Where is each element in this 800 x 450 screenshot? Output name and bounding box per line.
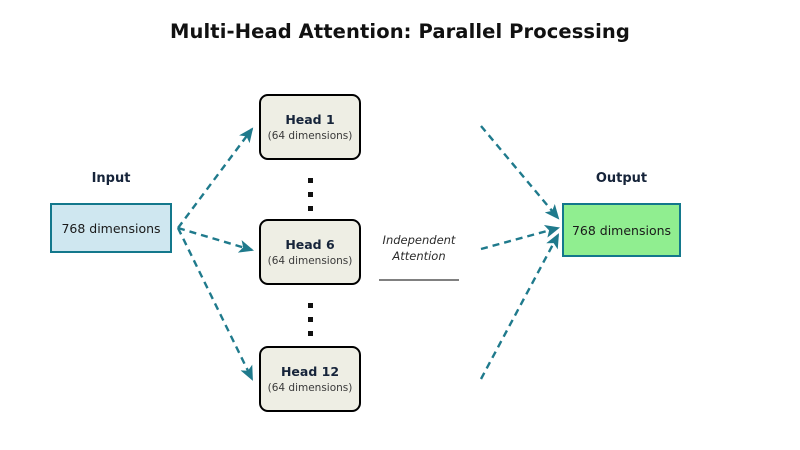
note-underline: [379, 279, 459, 281]
input-box[interactable]: 768 dimensions: [50, 203, 172, 253]
head-title: Head 6: [285, 237, 335, 252]
head-title: Head 1: [285, 112, 335, 127]
output-box[interactable]: 768 dimensions: [562, 203, 681, 257]
vertical-ellipsis-icon-2: [296, 303, 324, 336]
arrow-input-to-head-6: [177, 226, 254, 253]
head-subtitle: (64 dimensions): [267, 130, 353, 142]
head-box-12[interactable]: Head 12 (64 dimensions): [259, 346, 361, 412]
page-title: Multi-Head Attention: Parallel Processin…: [170, 20, 630, 43]
arrow-head-1-to-output: [480, 125, 560, 220]
head-subtitle: (64 dimensions): [267, 255, 353, 267]
note-line-2: Attention: [392, 248, 446, 263]
vertical-ellipsis-icon-1: [296, 178, 324, 211]
independent-attention-note: Independent Attention: [369, 233, 469, 264]
arrow-head-12-to-output: [479, 233, 560, 380]
input-label: Input: [91, 171, 131, 186]
head-subtitle: (64 dimensions): [267, 382, 353, 394]
arrow-input-to-head-1: [177, 127, 254, 229]
arrow-head-6-to-output: [480, 225, 561, 251]
note-line-1: Independent: [382, 233, 456, 247]
head-box-6[interactable]: Head 6 (64 dimensions): [259, 219, 361, 285]
arrow-input-to-head-12: [176, 227, 254, 381]
output-value: 768 dimensions: [571, 222, 672, 238]
input-value: 768 dimensions: [61, 220, 161, 236]
head-title: Head 12: [280, 364, 340, 379]
head-box-1[interactable]: Head 1 (64 dimensions): [259, 94, 361, 160]
output-label: Output: [595, 171, 648, 186]
